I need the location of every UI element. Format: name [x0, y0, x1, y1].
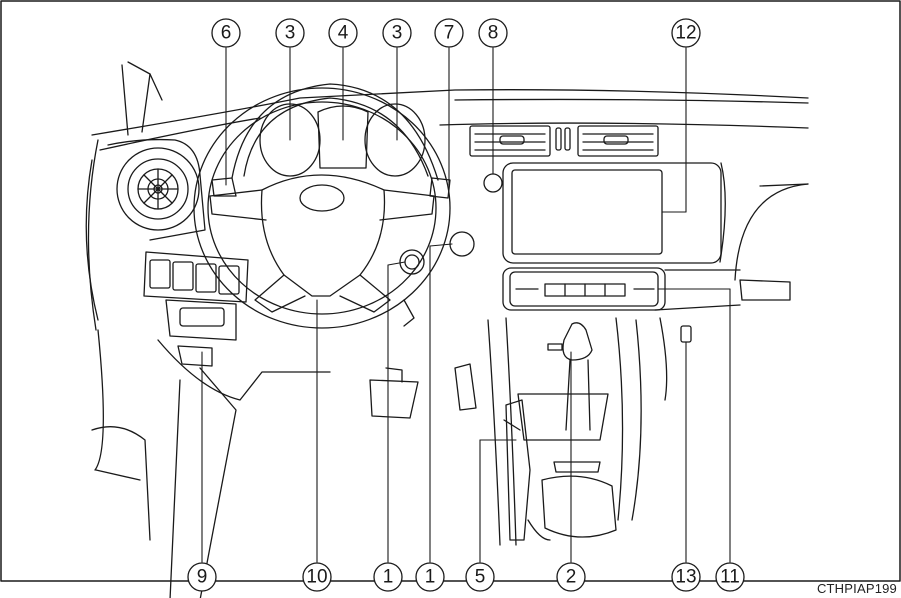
dashboard-body	[85, 61, 809, 598]
callout-10: 10	[302, 562, 332, 592]
callout-9: 9	[187, 562, 217, 592]
svg-text:8: 8	[488, 23, 499, 44]
left-switch-panel	[143, 251, 249, 367]
callout-1-left: 1	[373, 562, 403, 592]
svg-text:2: 2	[566, 567, 577, 588]
svg-text:9: 9	[197, 567, 208, 588]
callout-4: 4	[328, 18, 358, 48]
callout-3-left: 3	[275, 18, 305, 48]
callout-6: 6	[211, 18, 241, 48]
callout-13: 13	[671, 562, 701, 592]
callout-8: 8	[478, 18, 508, 48]
callout-11: 11	[715, 562, 745, 592]
svg-text:1: 1	[383, 567, 394, 588]
svg-text:3: 3	[285, 23, 296, 44]
ignition-area	[399, 231, 475, 327]
left-air-vent	[116, 147, 200, 231]
leader-lines	[201, 47, 731, 563]
svg-text:13: 13	[675, 567, 696, 588]
svg-text:5: 5	[475, 567, 486, 588]
svg-text:11: 11	[720, 567, 740, 588]
center-stack	[469, 125, 809, 546]
callout-1-right: 1	[415, 562, 445, 592]
svg-text:7: 7	[444, 23, 455, 44]
svg-text:1: 1	[425, 567, 436, 588]
callout-7: 7	[434, 18, 464, 48]
callout-2: 2	[556, 562, 586, 592]
parking-brake	[503, 399, 531, 541]
callout-5: 5	[465, 562, 495, 592]
callout-12: 12	[671, 18, 701, 48]
svg-text:3: 3	[392, 23, 403, 44]
steering-wheel	[193, 83, 451, 329]
svg-text:6: 6	[221, 23, 232, 44]
shift-lever	[517, 322, 609, 441]
svg-text:10: 10	[306, 567, 327, 588]
svg-text:12: 12	[675, 23, 696, 44]
figure-code: CTHPIAP199	[816, 581, 897, 596]
figure-border	[0, 0, 901, 582]
callout-3-right: 3	[382, 18, 412, 48]
svg-text:4: 4	[338, 23, 349, 44]
